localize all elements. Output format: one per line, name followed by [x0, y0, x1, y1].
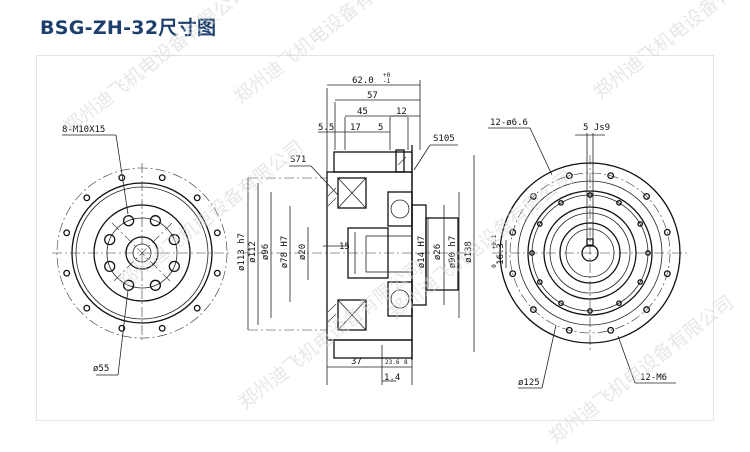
bolt-hole [122, 215, 135, 227]
mount-hole [158, 174, 166, 182]
diameter-125-label: ø125 [518, 378, 540, 388]
key-width-label: 5 Js9 [583, 123, 610, 133]
flange-hole [663, 228, 671, 236]
flange-hole [529, 192, 537, 200]
flange-hole [565, 172, 573, 180]
s71-label: S71 [290, 155, 306, 165]
thread-hole [587, 308, 593, 314]
flange-hole [607, 326, 615, 334]
thread-hole [587, 192, 593, 198]
flange-hole [663, 270, 671, 278]
dim-62-tol-top: +0 [383, 72, 391, 79]
thread-hole [558, 199, 564, 206]
dia-112: ø112 [248, 241, 258, 263]
tol-plus: +0.1 [491, 234, 498, 249]
dim-62: 62.0 [352, 76, 374, 86]
dia-14: ø14 H7 [417, 236, 427, 269]
thread-hole [529, 250, 535, 256]
mount-hole [213, 269, 221, 277]
dim-5: 5 [378, 123, 383, 133]
right-view: 12-ø6.6 5 Js9 16.3 +0.1 0 ø125 12-M6 [488, 118, 688, 389]
mount-hole [83, 194, 91, 202]
bolt-hole [149, 215, 162, 227]
watermark-text: 郑州迪飞机电设备有限公司 [545, 291, 738, 449]
dim-17: 17 [350, 123, 361, 133]
dim-45: 45 [357, 107, 368, 117]
dim-37: 37 [351, 357, 362, 367]
mount-hole [213, 229, 221, 237]
dia-90: ø90 h7 [448, 236, 458, 269]
dim-12: 12 [396, 107, 407, 117]
watermark-text: 郑州迪飞机电设备有限公司 [235, 256, 428, 414]
flange-hole [643, 192, 651, 200]
flange-hole [509, 270, 517, 278]
thread-hole [637, 221, 644, 227]
dia-113: ø113 h7 [237, 233, 247, 271]
bolt-hole-group-inner [104, 215, 180, 291]
dim-1-4: 1.4 [384, 373, 400, 383]
dia-20: ø20 [298, 244, 308, 260]
s105-label: S105 [433, 134, 455, 144]
bolt-hole [168, 233, 180, 246]
bolt-hole-group-outer [63, 174, 221, 332]
side-view: 62.0 +0 -1 57 45 12 5.5 17 5 S71 S105 15… [237, 72, 475, 385]
mount-hole [118, 324, 126, 332]
dim-23-6: 23.6 [385, 359, 400, 366]
dim-16-3: 16.3 [496, 243, 506, 265]
thread-hole [645, 250, 651, 256]
bolt-hole [149, 279, 162, 291]
mount-hole [158, 324, 166, 332]
flange-hole [565, 326, 573, 334]
dim-8: 8 [404, 359, 408, 366]
dim-5-5: 5.5 [318, 123, 334, 133]
mount-hole [63, 229, 71, 237]
mount-hole [83, 304, 91, 312]
flange-hole [643, 306, 651, 314]
dia-138: ø138 [464, 241, 474, 263]
flange-hole-group [509, 172, 671, 334]
bolt-hole [104, 233, 116, 246]
dim-62-tol-bottom: -1 [383, 78, 391, 85]
watermark-text: 郑州迪飞机电设备有限公司 [230, 0, 423, 109]
thread-hole [616, 199, 622, 206]
thread-hole [536, 279, 543, 285]
bolt-hole [104, 260, 116, 273]
diameter-55-label: ø55 [93, 364, 109, 374]
flange-hole [509, 228, 517, 236]
dia-26: ø26 [433, 244, 443, 260]
thread-hole [637, 279, 644, 285]
thread-spec-label: 12-M6 [640, 373, 667, 383]
bolt-hole [122, 279, 135, 291]
watermark-text: 郑州迪飞机电设备有限公司 [115, 136, 308, 294]
thread-hole [536, 221, 543, 227]
page-title: BSG-ZH-32尺寸图 [40, 17, 217, 39]
thread-hole [616, 300, 622, 307]
watermark-text: 郑州迪飞机电设备有限公司 [590, 0, 750, 104]
flange-hole [529, 306, 537, 314]
hole-count-label: 12-ø6.6 [490, 118, 528, 128]
thread-hole [558, 300, 564, 307]
mount-hole [193, 304, 201, 312]
thread-hole-group [529, 192, 651, 314]
dia-78: ø78 H7 [280, 236, 290, 269]
dim-15: 15 [339, 242, 350, 252]
watermark-text: 郑州迪飞机电设备有限公司 [60, 0, 253, 139]
tol-zero: 0 [491, 264, 498, 268]
dia-96: ø96 [261, 244, 271, 260]
bolt-spec-label: 8-M10X15 [62, 125, 105, 135]
watermark-text: 郑州迪飞机电设备有限公司 [385, 166, 578, 324]
left-view: 8-M10X15 ø55 [52, 125, 232, 376]
bolt-hole [168, 260, 180, 273]
mount-hole [193, 194, 201, 202]
flange-hole [607, 172, 615, 180]
dim-57: 57 [367, 91, 378, 101]
mount-hole [63, 269, 71, 277]
